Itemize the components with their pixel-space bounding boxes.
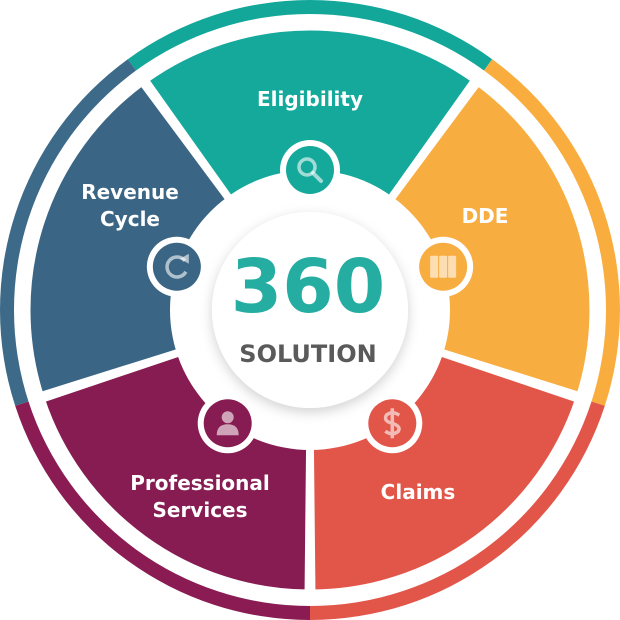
label-professional-services: Services [152,498,247,522]
center-number: 360 [231,244,385,330]
outer-ring-revenue-cycle [0,59,137,406]
outer-ring-dde [483,59,620,406]
label-professional-services: Professional [130,471,270,495]
binders-icon [413,236,474,297]
center-disc [212,212,408,408]
person-icon [197,393,258,454]
center-subtitle: SOLUTION [239,340,376,368]
label-claims: Claims [381,480,456,504]
dollar-icon [362,393,423,454]
search-icon [280,140,340,200]
outer-ring-professional-services [15,401,310,620]
label-revenue-cycle: Cycle [100,207,160,231]
outer-ring-eligibility [127,0,493,71]
label-dde: DDE [462,204,509,228]
label-eligibility: Eligibility [257,87,363,111]
label-revenue-cycle: Revenue [81,180,179,204]
outer-ring-claims [310,401,605,620]
refresh-icon [146,236,207,297]
